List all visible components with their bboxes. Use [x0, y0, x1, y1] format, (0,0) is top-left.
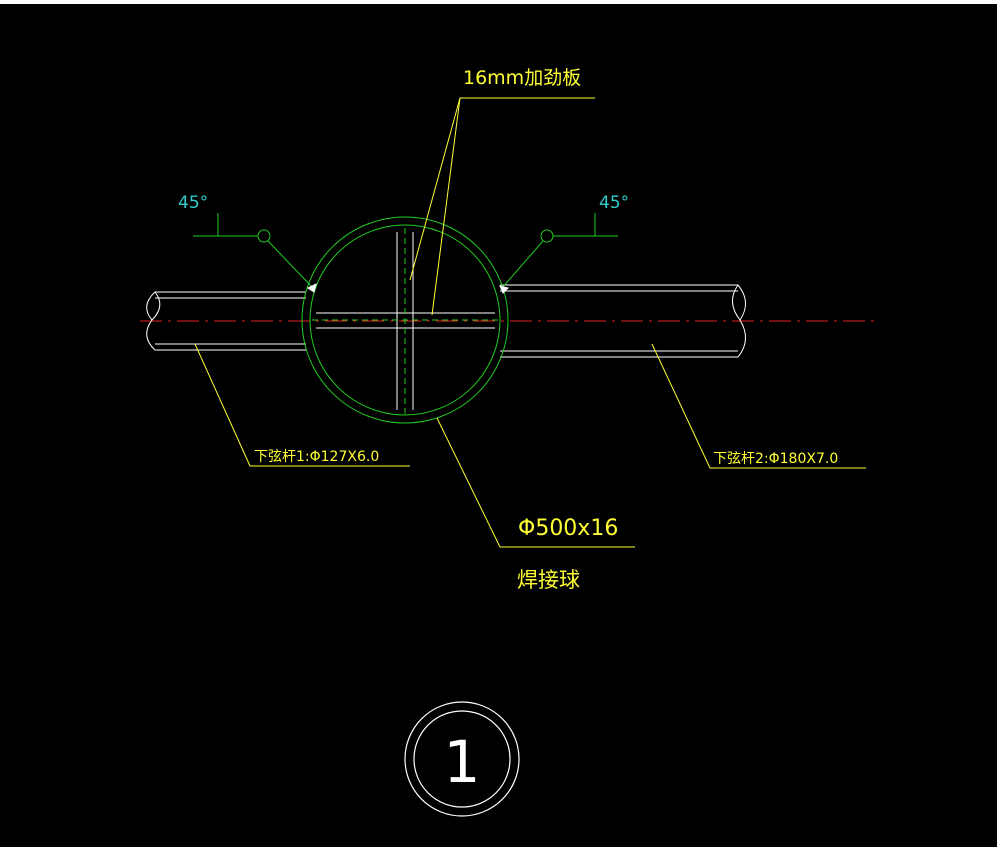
- stiffener-plates: [312, 228, 498, 414]
- chord1-leader: [194, 343, 410, 467]
- detail-number: 1: [444, 728, 481, 796]
- stiffener-label: 16mm加劲板: [463, 67, 581, 89]
- left-weld-symbol: [193, 213, 317, 293]
- top-border: [0, 0, 997, 4]
- stiffener-leader: [409, 97, 595, 316]
- chord2-leader: [651, 343, 866, 469]
- left-pipe: [146, 291, 306, 351]
- detail-marker: [404, 701, 520, 817]
- bottom-chord-1-label: 下弦杆1:Φ127X6.0: [254, 449, 379, 465]
- right-weld-symbol: [499, 213, 618, 294]
- right-pipe: [500, 284, 746, 358]
- ball-name-label: 焊接球: [517, 568, 580, 592]
- bottom-chord-2-label: 下弦杆2:Φ180X7.0: [713, 451, 838, 467]
- welded-ball: [301, 216, 509, 424]
- angle-left-label: 45°: [178, 193, 208, 213]
- ball-leader: [436, 417, 635, 548]
- ball-size-label: Φ500x16: [518, 516, 618, 541]
- angle-right-label: 45°: [599, 193, 629, 213]
